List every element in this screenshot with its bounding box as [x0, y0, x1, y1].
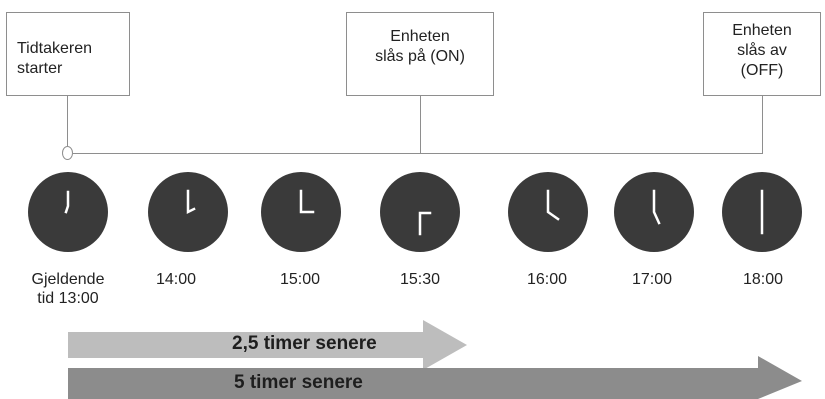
time-label-text: 17:00: [631, 271, 673, 288]
callout-text: Enheten: [732, 22, 792, 39]
time-label-1530: 15:30: [375, 270, 465, 289]
clock-hands-icon: [652, 189, 661, 225]
start-connector-line: [67, 96, 68, 146]
clock-hands-icon: [64, 190, 70, 214]
clock-hands-icon: [299, 189, 315, 214]
timeline-start-marker: [62, 146, 73, 160]
clock-1300: [28, 172, 108, 252]
clock-hands-icon: [186, 189, 196, 215]
short-duration-arrow: [68, 320, 467, 370]
time-label-text: 15:00: [279, 271, 321, 288]
long-duration-label: 5 timer senere: [234, 372, 363, 393]
callout-text: starter: [17, 60, 63, 77]
time-label-1700: 17:00: [607, 270, 697, 289]
on-connector-line: [420, 96, 421, 154]
callout-text: Enheten: [390, 28, 450, 45]
timeline-line: [73, 153, 763, 154]
clock-1600: [508, 172, 588, 252]
callout-text: (OFF): [740, 62, 784, 79]
time-label-text: tid 13:00: [37, 290, 99, 307]
short-duration-label: 2,5 timer senere: [232, 333, 377, 354]
time-label-current: Gjeldende tid 13:00: [23, 270, 113, 308]
time-label-text: 16:00: [526, 271, 568, 288]
clock-hands-icon: [546, 189, 560, 221]
callout-text: slås på (ON): [375, 48, 465, 65]
time-label-text: 14:00: [155, 271, 197, 288]
time-label-1800: 18:00: [718, 270, 808, 289]
time-label-1500: 15:00: [255, 270, 345, 289]
off-connector-line: [762, 96, 763, 154]
clock-1530: [380, 172, 460, 252]
clock-1500: [261, 172, 341, 252]
time-label-text: 18:00: [742, 271, 784, 288]
clock-1800: [722, 172, 802, 252]
time-label-1600: 16:00: [502, 270, 592, 289]
clock-hands-icon: [760, 189, 764, 235]
callout-text: slås av: [737, 42, 787, 59]
time-label-text: 15:30: [399, 271, 441, 288]
clock-1400: [148, 172, 228, 252]
long-duration-arrow: [68, 356, 802, 399]
device-off-callout: Enheten slås av (OFF): [703, 12, 821, 96]
time-label-1400: 14:00: [131, 270, 221, 289]
time-label-text: Gjeldende: [31, 271, 105, 288]
clock-hands-icon: [418, 211, 432, 236]
callout-text: Tidtakeren: [17, 40, 92, 57]
timer-start-callout: Tidtakeren starter: [6, 12, 130, 96]
clock-1700: [614, 172, 694, 252]
device-on-callout: Enheten slås på (ON): [346, 12, 494, 96]
